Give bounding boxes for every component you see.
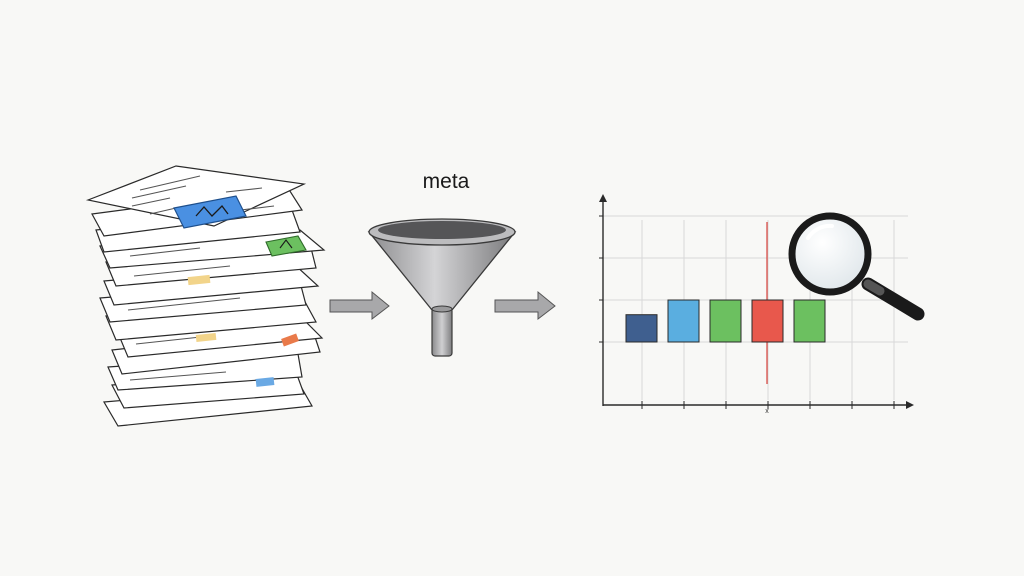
document-yellow-tag [195, 332, 217, 343]
funnel-icon [367, 218, 517, 357]
x-axis-label: x [765, 408, 769, 415]
document-stack-icon [85, 165, 326, 427]
paper-sheet-top [85, 165, 307, 227]
chart-bars [625, 299, 826, 343]
document-blue-tag [255, 377, 275, 387]
arrow-right-icon [494, 290, 556, 321]
bar-4 [751, 299, 784, 343]
document-yellow-tag [187, 274, 211, 286]
bar-5 [793, 299, 826, 343]
magnifier-icon [788, 212, 925, 321]
bar-2 [667, 299, 700, 343]
funnel-caption: meta [422, 170, 470, 193]
bar-3 [709, 299, 742, 343]
y-axis-arrow-icon [599, 194, 607, 202]
document-text-lines [127, 175, 275, 381]
chart [599, 194, 914, 409]
document-thumbnail-icon [173, 195, 247, 229]
bar-1 [625, 314, 658, 343]
x-ticks [641, 401, 895, 409]
document-orange-tag [281, 333, 299, 347]
document-green-tab-icon [265, 235, 307, 257]
x-axis-arrow-icon [906, 401, 914, 409]
arrow-right-icon [329, 290, 390, 321]
